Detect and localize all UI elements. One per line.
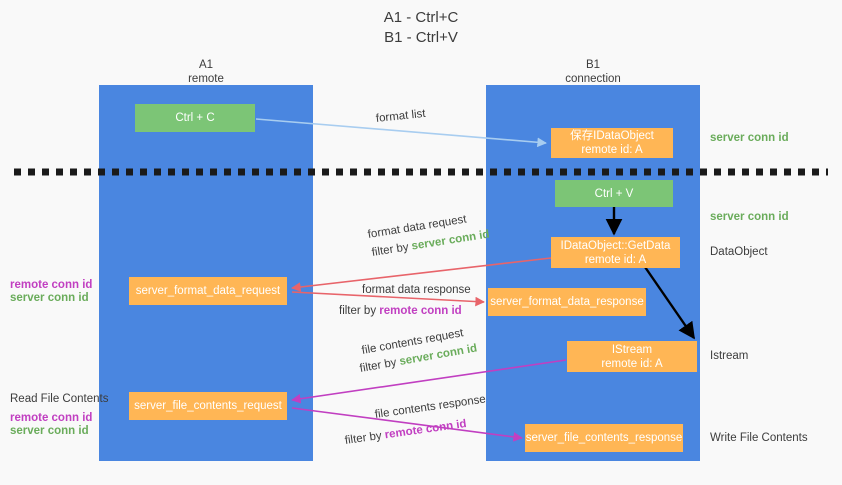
right-label-write-file-contents: Write File Contents — [710, 432, 808, 444]
node-server-file-contents-response[interactable]: server_file_contents_response — [525, 424, 683, 452]
edge-label-format-list: format list — [375, 107, 427, 125]
lane-header-b1: B1 connection — [486, 58, 700, 86]
filter-by-text-4: filter by — [344, 429, 383, 447]
edge-label-format-data-response: format data response — [362, 284, 471, 296]
node-idataobject-getdata-line1: IDataObject::GetData — [560, 239, 671, 252]
node-save-idataobject[interactable]: 保存IDataObject remote id: A — [551, 128, 673, 158]
node-save-idataobject-line1: 保存IDataObject — [570, 130, 654, 142]
node-server-format-data-response[interactable]: server_format_data_response — [488, 288, 646, 316]
edge-filter-file-contents-response: filter by remote conn id — [344, 417, 468, 449]
node-server-format-data-response-label: server_format_data_response — [490, 296, 644, 308]
node-ctrl-v[interactable]: Ctrl + V — [555, 180, 673, 207]
left-label-server-conn-id-2: server conn id — [10, 425, 89, 437]
lane-header-a1: A1 remote — [99, 58, 313, 86]
node-idataobject-getdata-line2: remote id: A — [584, 253, 647, 266]
lane-a1-subtitle: remote — [188, 73, 224, 85]
page-title: A1 - Ctrl+C B1 - Ctrl+V — [0, 8, 842, 48]
edge-label-file-contents-response: file contents response — [374, 393, 487, 421]
left-label-read-file-contents: Read File Contents — [10, 393, 109, 405]
title-line-2: B1 - Ctrl+V — [384, 29, 458, 46]
node-ctrl-c[interactable]: Ctrl + C — [135, 104, 255, 132]
remote-conn-id-text-1: remote conn id — [379, 305, 462, 317]
node-save-idataobject-line2: remote id: A — [581, 144, 643, 156]
title-line-1: A1 - Ctrl+C — [383, 9, 459, 26]
node-server-file-contents-request[interactable]: server_file_contents_request — [129, 392, 287, 420]
node-istream[interactable]: IStream remote id: A — [567, 341, 697, 372]
node-ctrl-c-label: Ctrl + C — [175, 112, 215, 124]
filter-by-text-3: filter by — [358, 356, 398, 375]
node-istream-line2: remote id: A — [601, 357, 663, 370]
lane-b1-title: B1 — [585, 59, 601, 71]
node-server-format-data-request[interactable]: server_format_data_request — [129, 277, 287, 305]
filter-by-text-1: filter by — [370, 241, 410, 259]
lane-b1-subtitle: connection — [565, 73, 621, 85]
node-server-file-contents-request-label: server_file_contents_request — [134, 400, 282, 412]
node-idataobject-getdata[interactable]: IDataObject::GetData remote id: A — [551, 237, 680, 268]
remote-conn-id-text-2: remote conn id — [383, 417, 468, 442]
left-label-server-conn-id-1: server conn id — [10, 292, 89, 304]
filter-by-text-2: filter by — [339, 305, 377, 317]
node-ctrl-v-label: Ctrl + V — [594, 187, 634, 200]
left-label-remote-conn-id-2: remote conn id — [10, 412, 93, 424]
left-label-remote-conn-id-1: remote conn id — [10, 279, 93, 291]
right-label-server-conn-id-second: server conn id — [710, 211, 789, 223]
node-server-format-data-request-label: server_format_data_request — [135, 285, 281, 297]
node-server-file-contents-response-label: server_file_contents_response — [525, 432, 683, 444]
edge-filter-format-data-response: filter by remote conn id — [339, 304, 462, 319]
node-istream-line1: IStream — [611, 343, 653, 356]
right-label-dataobject: DataObject — [710, 246, 768, 258]
right-label-istream: Istream — [710, 350, 749, 362]
right-label-server-conn-id-top: server conn id — [710, 132, 789, 144]
lane-a1-title: A1 — [198, 59, 214, 71]
